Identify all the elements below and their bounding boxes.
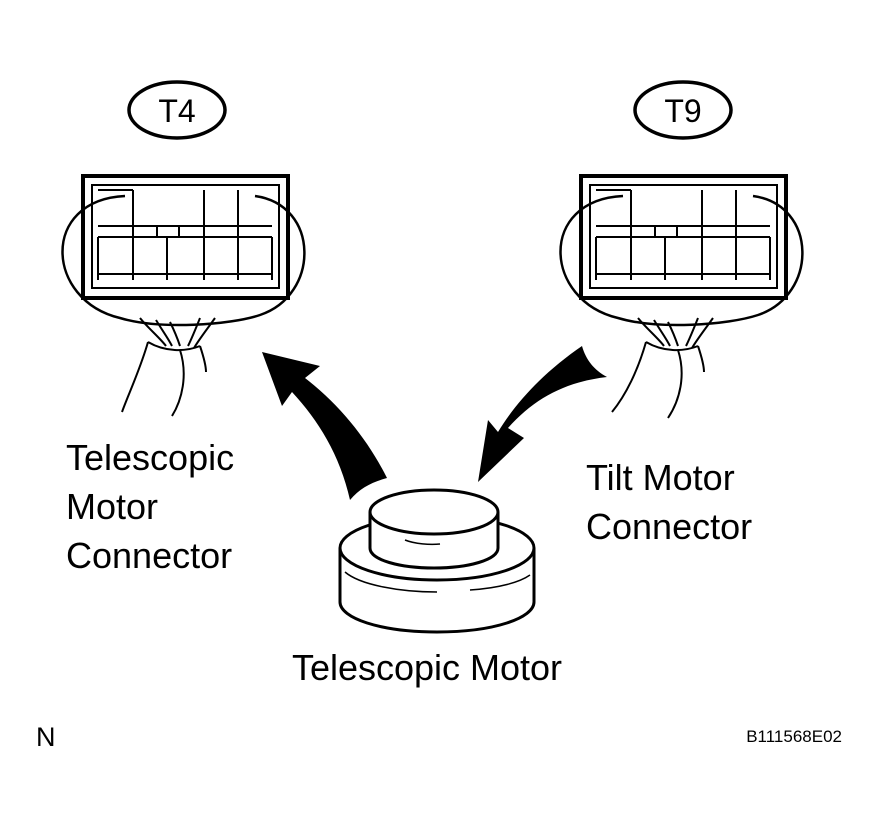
telescopic-motor xyxy=(338,488,536,634)
tilt-motor-connector: T9 xyxy=(559,80,804,419)
telescopic-connector-label-line2: Motor xyxy=(66,486,158,527)
motor-label: Telescopic Motor xyxy=(292,647,562,688)
wire-harness xyxy=(121,317,216,417)
reference-code: B111568E02 xyxy=(746,727,842,746)
connector-housing xyxy=(81,174,290,300)
arrow-to-telescopic-connector xyxy=(262,352,387,500)
connector-lock-loop xyxy=(61,194,306,327)
telescopic-motor-connector: T4 xyxy=(61,80,306,417)
view-mark: N xyxy=(36,722,56,752)
tilt-connector-label-line2: Connector xyxy=(586,506,752,547)
connector-lock-loop xyxy=(559,194,804,327)
connector-tag-oval-t4 xyxy=(127,80,227,140)
connector-tag-t9: T9 xyxy=(664,93,701,129)
tilt-connector-label-line1: Tilt Motor xyxy=(586,457,735,498)
wire-harness xyxy=(611,317,714,419)
terminal-grid xyxy=(595,189,771,280)
connector-tag-oval-t9 xyxy=(633,80,733,140)
connector-housing xyxy=(579,174,788,300)
connector-tag-t4: T4 xyxy=(158,93,195,129)
telescopic-connector-label-line1: Telescopic xyxy=(66,437,234,478)
telescopic-connector-label-line3: Connector xyxy=(66,535,232,576)
arrow-to-tilt-connector xyxy=(478,346,607,482)
terminal-grid xyxy=(97,189,273,280)
